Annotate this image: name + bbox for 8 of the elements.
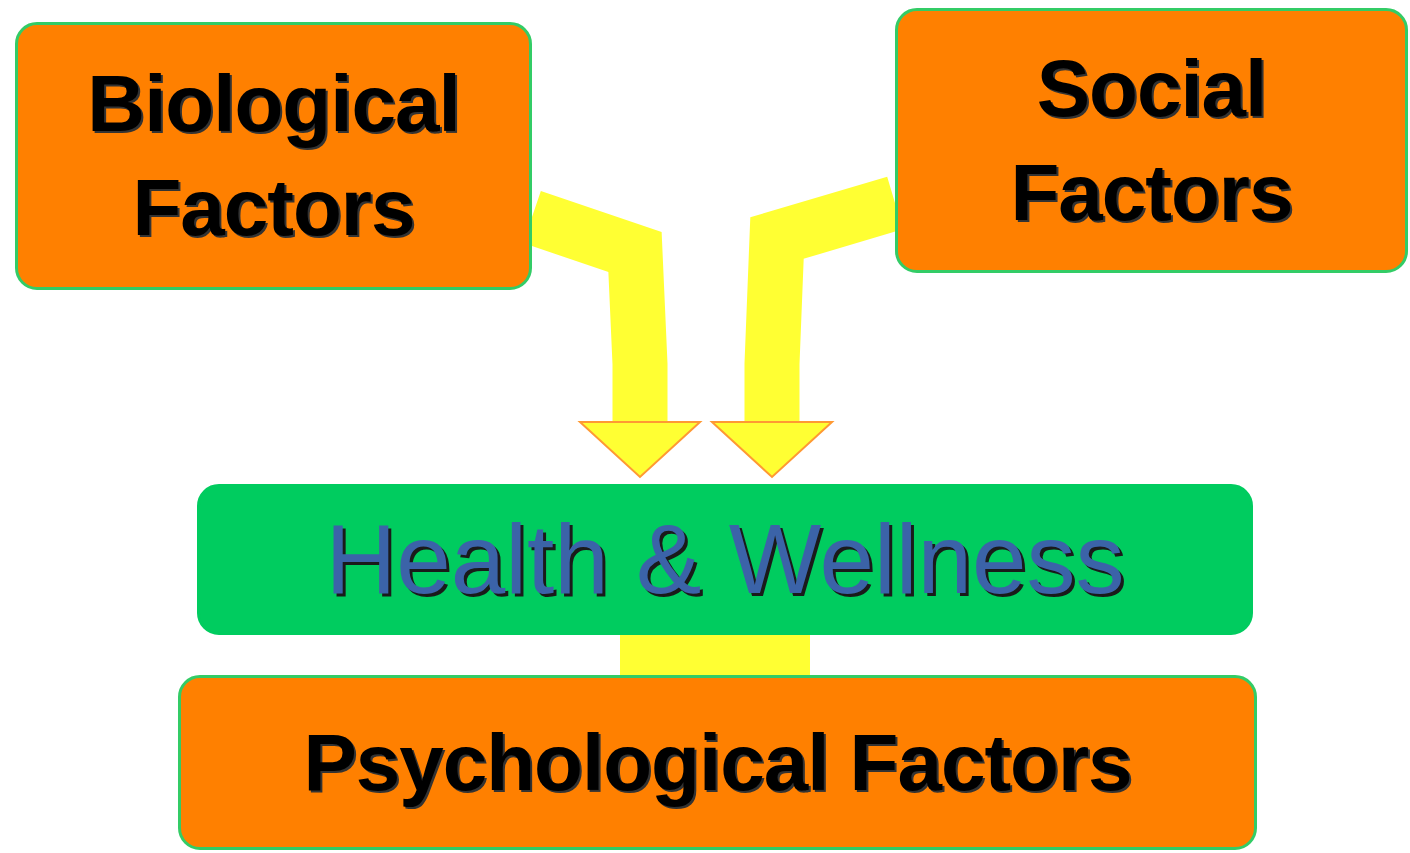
- center-box: [197, 484, 1253, 635]
- factor-label: Psychological Factors: [302, 716, 1133, 809]
- center-label: Health & Wellness: [324, 502, 1126, 616]
- factor-label: Social Factors: [1009, 42, 1294, 239]
- factor-label: Biological Factors: [86, 58, 461, 254]
- factor-box: [178, 675, 1257, 850]
- factor-box: [15, 22, 532, 290]
- factor-box: [895, 8, 1408, 273]
